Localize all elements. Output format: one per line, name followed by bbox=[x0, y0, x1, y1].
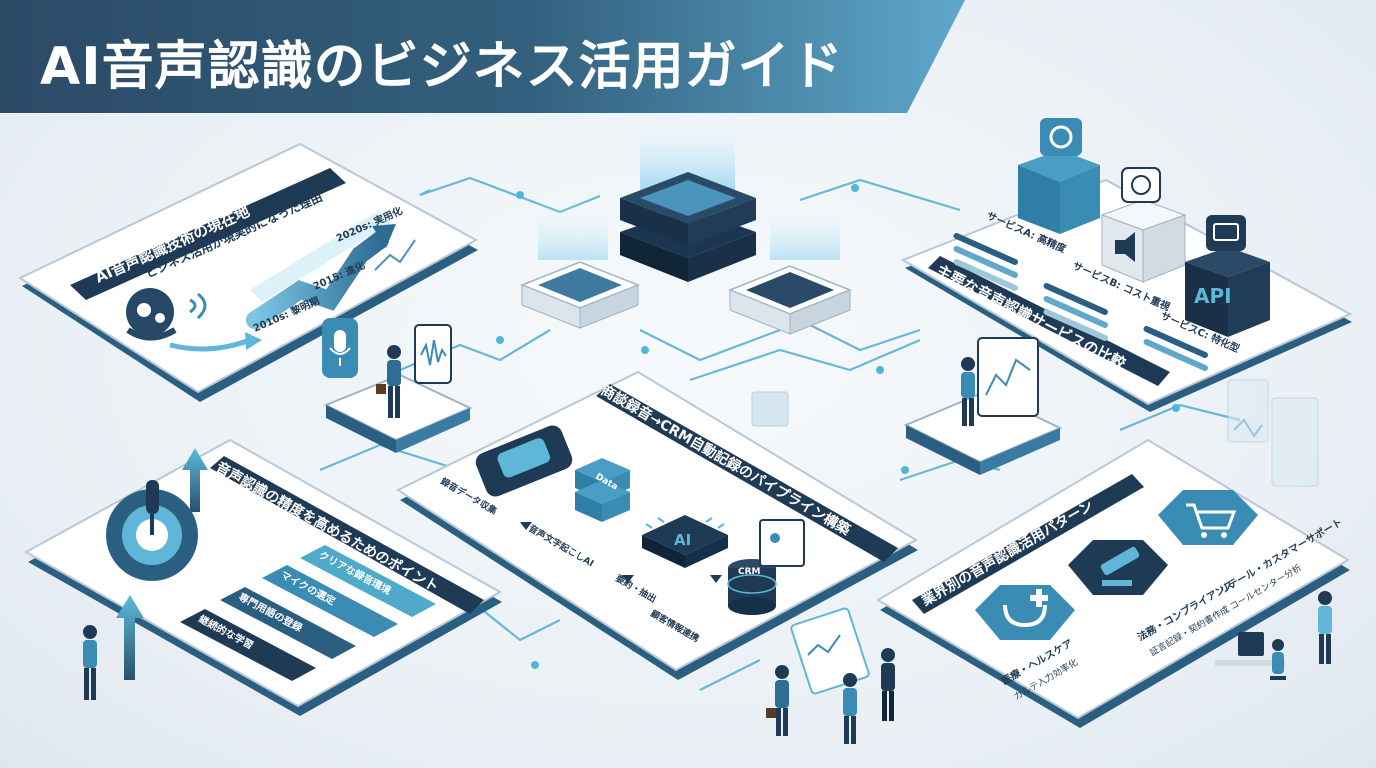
meeting-person-2 bbox=[843, 673, 857, 744]
light-beam-right bbox=[770, 200, 840, 260]
sound-wave-icon bbox=[189, 292, 207, 320]
accuracy-point-buttons bbox=[180, 545, 436, 681]
crm-database-icon bbox=[727, 519, 805, 615]
page-title: AI音声認識のビジネス活用ガイド bbox=[40, 37, 844, 97]
call-center-figure bbox=[1215, 632, 1286, 680]
gear-mic-icon bbox=[106, 480, 198, 581]
presenter-figure bbox=[376, 345, 401, 418]
speaker-cube bbox=[1100, 167, 1187, 283]
central-server-stack bbox=[620, 172, 756, 282]
comparison-panel bbox=[900, 118, 1353, 412]
phone-icon bbox=[475, 425, 573, 497]
pipeline-panel bbox=[395, 370, 919, 680]
retail-hex-icon bbox=[1158, 490, 1258, 545]
legal-hex-icon bbox=[1068, 540, 1168, 595]
service-bars bbox=[953, 232, 1208, 371]
meeting-person-1 bbox=[766, 665, 789, 736]
industry-panel bbox=[876, 438, 1350, 728]
audio-display bbox=[414, 324, 452, 384]
floating-chart-cards bbox=[751, 379, 1319, 487]
headset-cube bbox=[1018, 118, 1100, 234]
api-cube bbox=[1185, 215, 1270, 337]
title-banner bbox=[0, 0, 965, 113]
pipeline-arrows bbox=[520, 522, 722, 583]
analyst-figure bbox=[961, 357, 975, 426]
upward-arrows bbox=[116, 448, 208, 680]
accuracy-panel bbox=[23, 438, 503, 716]
crm-label: CRM bbox=[738, 567, 761, 577]
database-stack-icon bbox=[575, 458, 630, 522]
api-cube-label: API bbox=[1194, 284, 1232, 308]
connector-glow-dots bbox=[496, 184, 1180, 669]
analytics-monitor bbox=[977, 337, 1039, 417]
speaker-figure bbox=[83, 625, 97, 700]
history-panel bbox=[17, 142, 479, 402]
right-server-block bbox=[727, 265, 853, 335]
healthcare-hex-icon bbox=[975, 585, 1075, 640]
analyst-platform bbox=[903, 337, 1063, 475]
left-server-block bbox=[519, 261, 641, 329]
meeting-person-3 bbox=[881, 648, 895, 721]
meeting-group bbox=[766, 607, 895, 744]
light-beam-left bbox=[538, 200, 608, 260]
presenter-platform bbox=[322, 318, 473, 453]
ai-chip-label: AI bbox=[674, 531, 691, 549]
support-staff-figure bbox=[1318, 591, 1332, 664]
ai-chip-icon bbox=[642, 515, 728, 568]
